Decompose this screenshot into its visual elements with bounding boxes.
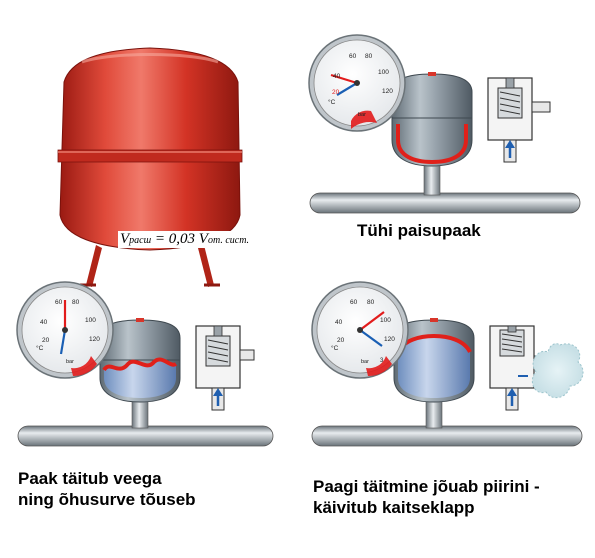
caption-filling-line1: Paak täitub veega (18, 469, 162, 488)
formula-rhs-sub: от. сист. (207, 235, 250, 246)
panel-filling (16, 281, 274, 447)
gauge-label: °C (331, 344, 339, 352)
gauge-label: 120 (89, 336, 100, 343)
gauge-label: 40 (40, 319, 48, 326)
caption-full-line1: Paagi täitmine jõuab piirini - (313, 477, 540, 496)
pipe (311, 425, 583, 447)
gauge-labels-panel3: 20 40 60 80 100 120 °C bar 3 (331, 299, 395, 365)
pressure-temperature-gauge (308, 34, 406, 132)
gauge-labels-panel2: 20 40 60 80 100 120 °C bar (36, 299, 100, 365)
formula-eq: = 0,03 (151, 231, 199, 247)
safety-valve (487, 77, 551, 163)
gauge-label: 20 (337, 337, 345, 344)
safety-valve (195, 325, 255, 411)
gauge-label: 60 (55, 299, 63, 306)
pipe (17, 425, 274, 447)
gauge-label: 100 (378, 69, 389, 76)
gauge-label: 100 (380, 317, 391, 324)
gauge-label: °C (36, 344, 44, 352)
pressure-temperature-gauge (16, 281, 114, 379)
gauge-labels-panel1: 40 60 80 100 120 20 °C bar (328, 53, 393, 118)
formula-rhs: V (198, 231, 208, 247)
gauge-label: 80 (365, 53, 373, 60)
caption-full: Paagi täitmine jõuab piirini - käivitub … (313, 476, 540, 518)
gauge-label: 20 (332, 89, 340, 96)
gauge-label: 40 (333, 73, 341, 80)
safety-valve (489, 325, 562, 411)
caption-empty-tank: Tühi paisupaak (357, 221, 481, 240)
gauge-label: 120 (384, 336, 395, 343)
gauge-label: 3 (380, 358, 384, 364)
panel-empty-tank (308, 34, 581, 214)
gauge-label: 80 (72, 299, 80, 306)
gauge-label: °C (328, 98, 336, 106)
red-expansion-tank (57, 47, 243, 287)
expansion-volume-formula: Vрасш = 0,03 Vот. сист. (118, 231, 252, 248)
gauge-label: bar (361, 359, 369, 365)
gauge-label: 60 (350, 299, 358, 306)
panel-full (311, 281, 584, 447)
gauge-label: 40 (335, 319, 343, 326)
gauge-label: 100 (85, 317, 96, 324)
formula-lhs-sub: расш (129, 235, 152, 246)
gauge-label: 120 (382, 88, 393, 95)
caption-filling: Paak täitub veega ning õhusurve tõuseb (18, 468, 196, 510)
pipe (309, 192, 581, 214)
gauge-label: 60 (349, 53, 357, 60)
caption-full-line2: käivitub kaitseklapp (313, 498, 475, 517)
caption-filling-line2: ning õhusurve tõuseb (18, 490, 196, 509)
formula-lhs: V (120, 231, 130, 247)
gauge-label: 80 (367, 299, 375, 306)
pressure-temperature-gauge (311, 281, 409, 379)
gauge-label: 20 (42, 337, 50, 344)
gauge-label: bar (358, 112, 366, 118)
gauge-label: bar (66, 359, 74, 365)
steam-cloud (531, 343, 584, 399)
